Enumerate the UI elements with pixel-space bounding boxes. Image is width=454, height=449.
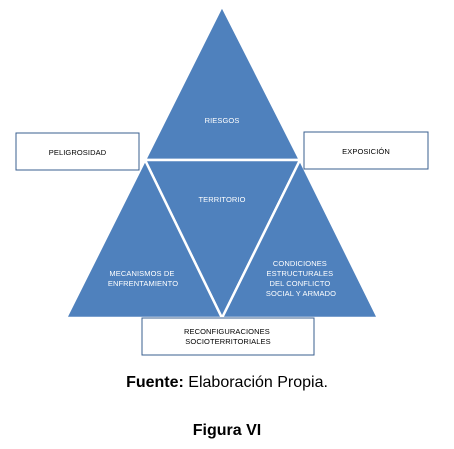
label-condiciones-line: CONDICIONES — [273, 259, 327, 268]
label-mecanismos: MECANISMOS DE ENFRENTAMIENTO — [108, 269, 178, 288]
box-reconfiguraciones-line: SOCIOTERRITORIALES — [185, 337, 270, 346]
source-caption-label: Fuente: — [126, 374, 184, 391]
triangle-top-riesgos — [143, 4, 302, 162]
label-condiciones-line: ESTRUCTURALES — [267, 269, 334, 278]
source-caption-text: Elaboración Propia. — [183, 374, 328, 391]
label-mecanismos-line: ENFRENTAMIENTO — [108, 279, 178, 288]
source-caption: Fuente: Elaboración Propia. — [0, 374, 454, 392]
label-territorio: TERRITORIO — [198, 195, 245, 204]
box-reconfiguraciones-label: RECONFIGURACIONES SOCIOTERRITORIALES — [184, 327, 272, 346]
box-reconfiguraciones: RECONFIGURACIONES SOCIOTERRITORIALES — [141, 317, 315, 356]
label-mecanismos-line: MECANISMOS DE — [109, 269, 174, 278]
box-exposicion: EXPOSICIÓN — [303, 131, 429, 170]
label-condiciones-line: SOCIAL Y ARMADO — [266, 289, 336, 298]
box-peligrosidad-label: PELIGROSIDAD — [49, 148, 107, 157]
label-riesgos: RIESGOS — [205, 116, 240, 125]
box-reconfiguraciones-line: RECONFIGURACIONES — [184, 327, 270, 336]
figure-caption: Figura VI — [192, 422, 262, 439]
label-condiciones: CONDICIONES ESTRUCTURALES DEL CONFLICTO … — [266, 259, 336, 298]
label-condiciones-line: DEL CONFLICTO — [269, 279, 330, 288]
box-peligrosidad: PELIGROSIDAD — [15, 132, 140, 171]
box-exposicion-label: EXPOSICIÓN — [342, 147, 390, 156]
